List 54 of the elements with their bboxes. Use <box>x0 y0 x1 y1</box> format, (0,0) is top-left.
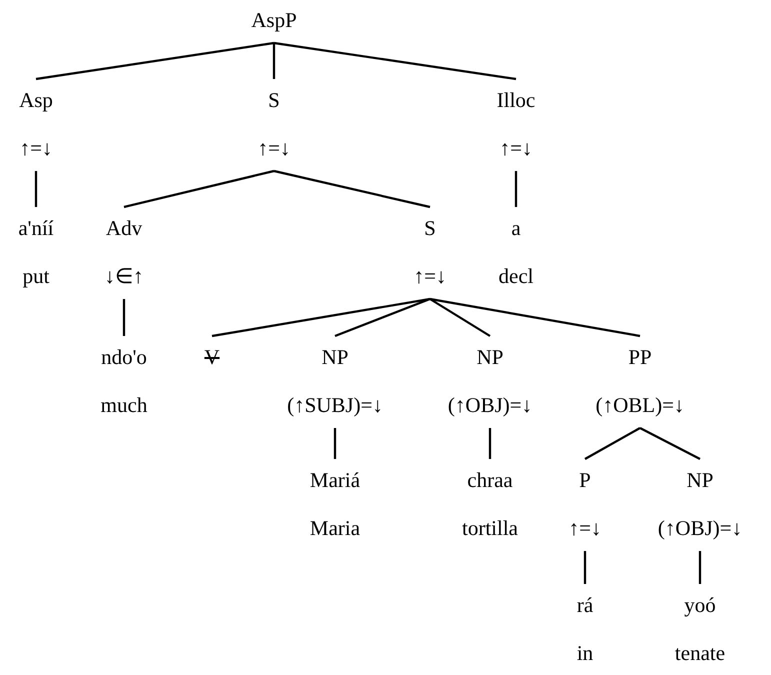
tree-branch <box>34 171 38 207</box>
annotation-text: much <box>100 392 148 418</box>
category-label: Asp <box>19 87 53 113</box>
annotation-text: (↑OBJ)=↓ <box>658 515 742 541</box>
category-label: S <box>267 87 281 113</box>
category-label: PP <box>627 344 653 370</box>
category-label: Illoc <box>496 87 536 113</box>
category-label: Mariá <box>310 467 360 493</box>
category-label: NP <box>476 344 504 370</box>
tree-branch <box>698 551 702 584</box>
category-label: S <box>423 215 437 241</box>
annotation-text: ↑=↓ <box>258 135 290 161</box>
annotation-text: ↓∈↑ <box>104 263 144 289</box>
category-label: P <box>578 467 592 493</box>
annotation-text: (↑SUBJ)=↓ <box>287 392 383 418</box>
annotation-text: decl <box>498 263 534 289</box>
annotation-text: in <box>576 640 594 666</box>
annotation-text: ↑=↓ <box>414 263 446 289</box>
category-label: NP <box>686 467 714 493</box>
tree-branch <box>334 428 336 459</box>
tree-branch <box>640 427 700 460</box>
category-label: chraa <box>466 467 514 493</box>
annotation-text: (↑OBJ)=↓ <box>448 392 532 418</box>
category-label: V <box>204 344 220 370</box>
tree-branch <box>122 299 126 336</box>
tree-branch <box>272 43 276 79</box>
category-label: ndo'o <box>100 344 148 370</box>
tree-branch <box>36 42 274 80</box>
annotation-text: tortilla <box>462 515 518 541</box>
annotation-text: tenate <box>674 640 726 666</box>
annotation-text: put <box>22 263 50 289</box>
category-label: NP <box>320 344 350 370</box>
tree-branch <box>274 42 516 80</box>
category-label: yoó <box>683 592 717 618</box>
tree-branch <box>584 551 586 584</box>
tree-branch <box>514 171 518 207</box>
tree-branch <box>584 427 641 460</box>
tree-branch <box>429 298 491 337</box>
category-label: AspP <box>251 7 297 33</box>
tree-branch <box>430 298 640 338</box>
annotation-text: ↑=↓ <box>498 135 534 161</box>
category-label: a <box>510 215 522 241</box>
annotation-text: Maria <box>310 515 360 541</box>
category-label: Adv <box>104 215 144 241</box>
tree-branch <box>124 170 274 208</box>
annotation-text: ↑=↓ <box>568 515 602 541</box>
category-label: a'níí <box>18 215 54 241</box>
tree-branch <box>334 298 430 338</box>
annotation-text: ↑=↓ <box>19 135 53 161</box>
category-label: rá <box>576 592 594 618</box>
tree-branch <box>274 170 430 208</box>
tree-branch <box>488 428 492 459</box>
tree-branch <box>212 298 430 338</box>
annotation-text: (↑OBL)=↓ <box>596 392 684 418</box>
